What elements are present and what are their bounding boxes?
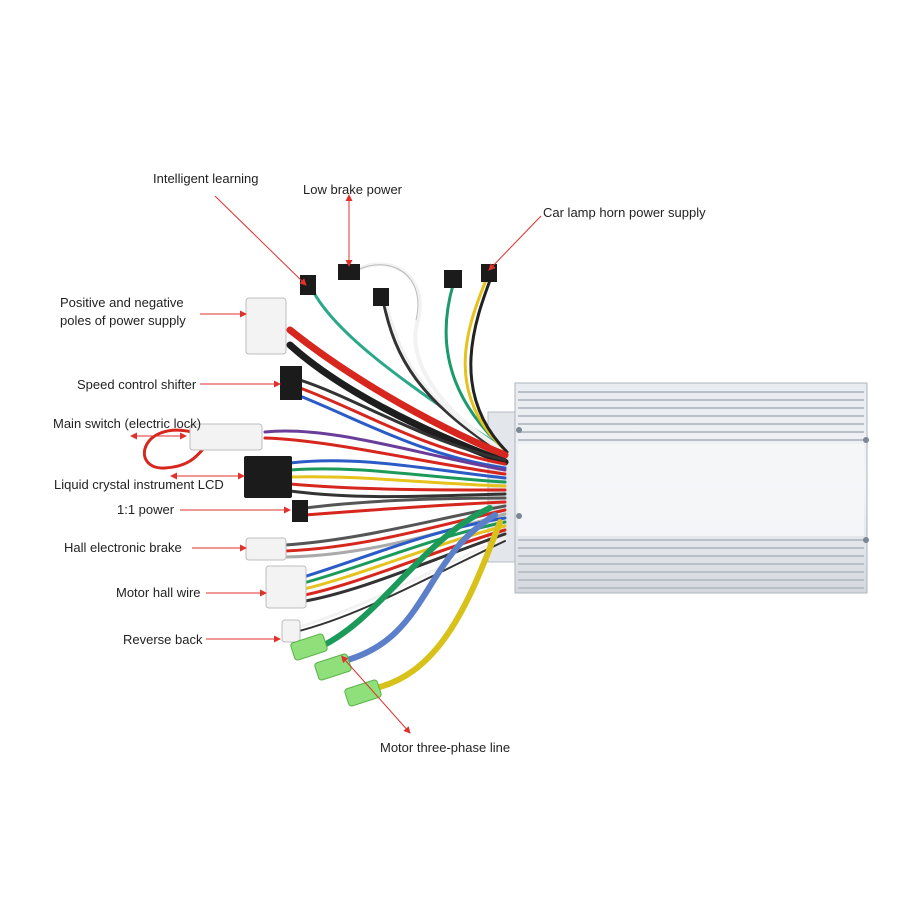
arrow-intelligent-learning [214,195,307,286]
label-lcd: Liquid crystal instrument LCD [54,477,224,492]
connector-lcd [244,456,292,498]
label-motor-hall: Motor hall wire [116,585,201,600]
callout-arrows [130,194,542,734]
connector-phase-yellow [344,679,382,707]
arrow-car-lamp [488,215,542,271]
controller-housing [487,382,869,594]
connector-motor-hall [265,565,307,609]
connector-phase-blue [314,653,352,681]
label-low-brake-power: Low brake power [303,182,403,197]
connector-speed-control [280,366,302,400]
label-three-phase: Motor three-phase line [380,740,510,755]
connector-one-one-power [292,500,308,522]
connector-power-supply [245,297,287,355]
connector-extra-2 [444,270,462,288]
housing-fins-top [518,391,864,441]
label-main-switch: Main switch (electric lock) [53,416,201,431]
connector-phase-green [290,633,328,661]
connector-reverse-back [281,619,301,643]
wire-bundle [142,262,509,693]
connector-low-brake [338,264,360,280]
label-speed-control: Speed control shifter [77,377,197,392]
connector-hall-brake [245,537,287,561]
connector-intelligent-learning [300,275,316,295]
label-power-supply-line2: poles of power supply [60,313,186,328]
label-reverse-back: Reverse back [123,632,203,647]
connector-car-lamp [481,264,497,282]
label-power-supply-line1: Positive and negative [60,295,184,310]
label-one-one-power: 1:1 power [117,502,175,517]
connector-main-switch [189,423,263,451]
label-hall-brake: Hall electronic brake [64,540,182,555]
connector-extra-1 [373,288,389,306]
housing-fins-bottom [518,539,864,589]
labels: Intelligent learning Low brake power Car… [53,171,706,755]
arrow-three-phase [341,655,411,734]
label-car-lamp-horn: Car lamp horn power supply [543,205,706,220]
label-intelligent-learning: Intelligent learning [153,171,259,186]
